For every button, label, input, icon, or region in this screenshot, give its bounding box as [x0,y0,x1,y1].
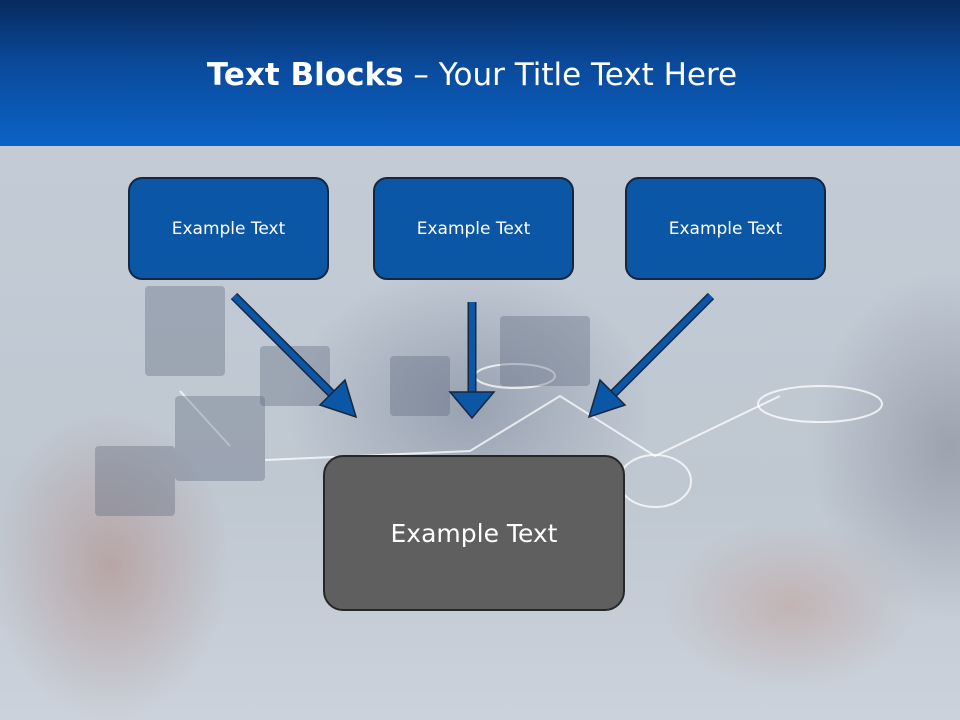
title-bold: Text Blocks [206,57,404,93]
text-block-2[interactable]: Example Text [373,177,574,280]
title-rest: – Your Title Text Here [403,57,738,93]
arrow-down-icon [587,292,715,419]
text-block-3[interactable]: Example Text [625,177,826,280]
text-block-label: Example Text [416,218,531,239]
text-block-1[interactable]: Example Text [128,177,329,280]
text-block-label: Example Text [668,218,783,239]
target-block-label: Example Text [390,518,558,548]
arrow-down-icon [230,292,358,419]
slide-title: Text Blocks – Your Title Text Here [0,52,944,98]
title-bar [0,0,960,146]
target-text-block[interactable]: Example Text [323,455,625,611]
network-lines-decoration [95,286,883,516]
arrow-down-icon [448,302,496,420]
text-block-label: Example Text [171,218,286,239]
